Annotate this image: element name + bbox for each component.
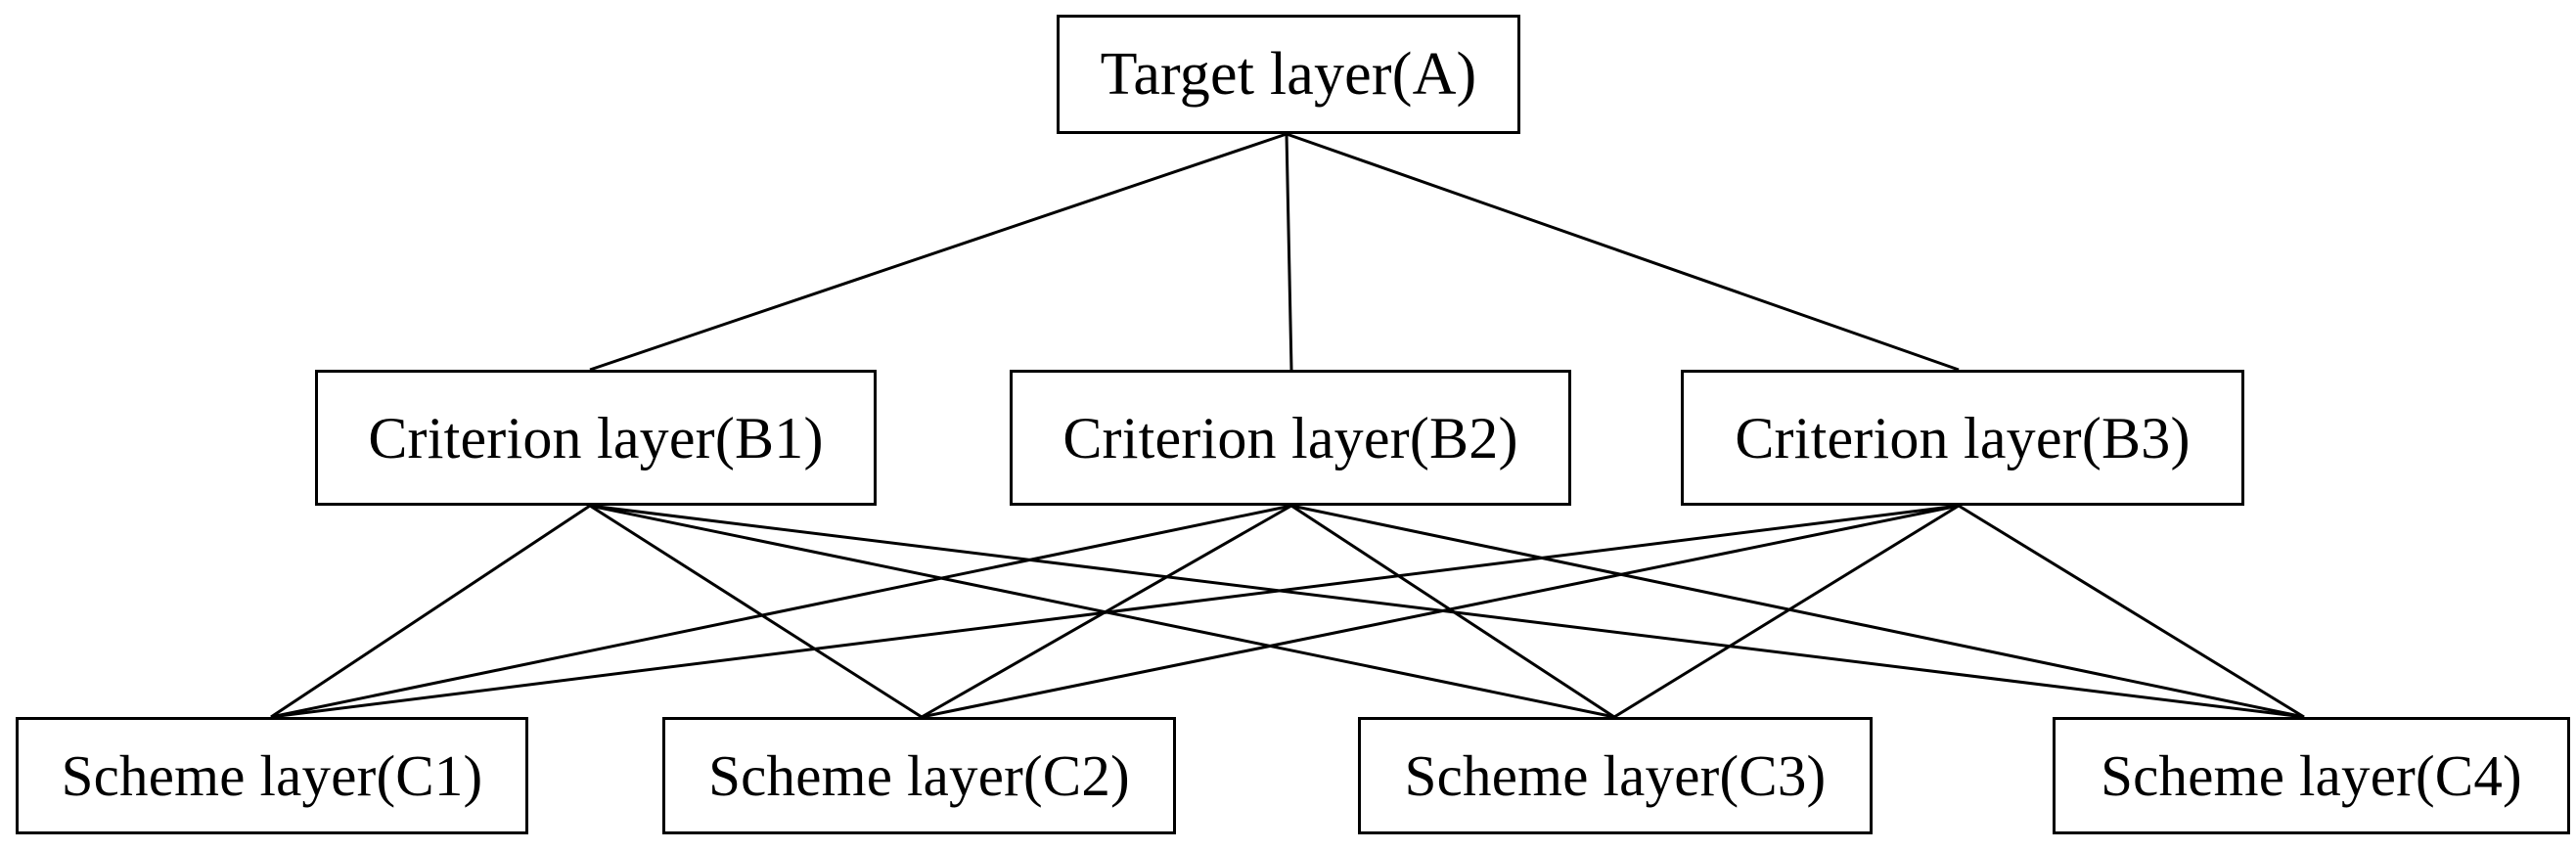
- edge-a-to-b1: [589, 132, 1288, 372]
- edge-b1-to-c3: [589, 504, 1615, 719]
- node-label-scheme-c1: Scheme layer(C1): [61, 742, 483, 808]
- node-label-criterion-b1: Criterion layer(B1): [368, 405, 824, 470]
- edge-b3-to-c3: [1613, 504, 1960, 719]
- node-scheme-layer-c1[interactable]: Scheme layer(C1): [16, 717, 528, 834]
- node-label-scheme-c2: Scheme layer(C2): [708, 742, 1130, 808]
- edges-criterion-to-scheme: [270, 504, 2305, 719]
- edge-b2-to-c4: [1290, 504, 2305, 719]
- node-criterion-layer-b3[interactable]: Criterion layer(B3): [1681, 370, 2244, 506]
- node-label-criterion-b3: Criterion layer(B3): [1735, 405, 2191, 470]
- edge-a-to-b3: [1286, 132, 1960, 372]
- node-scheme-layer-c4[interactable]: Scheme layer(C4): [2053, 717, 2570, 834]
- edge-a-to-b2: [1285, 133, 1293, 371]
- edge-b2-to-c1: [270, 504, 1292, 719]
- edge-b2-to-c2: [921, 504, 1292, 719]
- edge-b1-to-c2: [589, 504, 923, 719]
- node-label-target-a: Target layer(A): [1100, 41, 1477, 108]
- edge-b1-to-c4: [589, 504, 2305, 719]
- node-target-layer-a[interactable]: Target layer(A): [1057, 15, 1520, 134]
- edges-target-to-criterion: [589, 132, 1960, 372]
- edge-b2-to-c3: [1290, 504, 1615, 719]
- node-label-scheme-c4: Scheme layer(C4): [2101, 742, 2522, 808]
- node-scheme-layer-c2[interactable]: Scheme layer(C2): [662, 717, 1176, 834]
- node-criterion-layer-b2[interactable]: Criterion layer(B2): [1010, 370, 1571, 506]
- edge-b3-to-c4: [1958, 504, 2305, 719]
- node-label-scheme-c3: Scheme layer(C3): [1404, 742, 1827, 808]
- node-criterion-layer-b1[interactable]: Criterion layer(B1): [315, 370, 877, 506]
- edge-b1-to-c1: [270, 504, 591, 719]
- edge-b3-to-c2: [921, 504, 1960, 719]
- node-scheme-layer-c3[interactable]: Scheme layer(C3): [1358, 717, 1873, 834]
- edge-b3-to-c1: [270, 504, 1960, 719]
- node-label-criterion-b2: Criterion layer(B2): [1062, 405, 1518, 470]
